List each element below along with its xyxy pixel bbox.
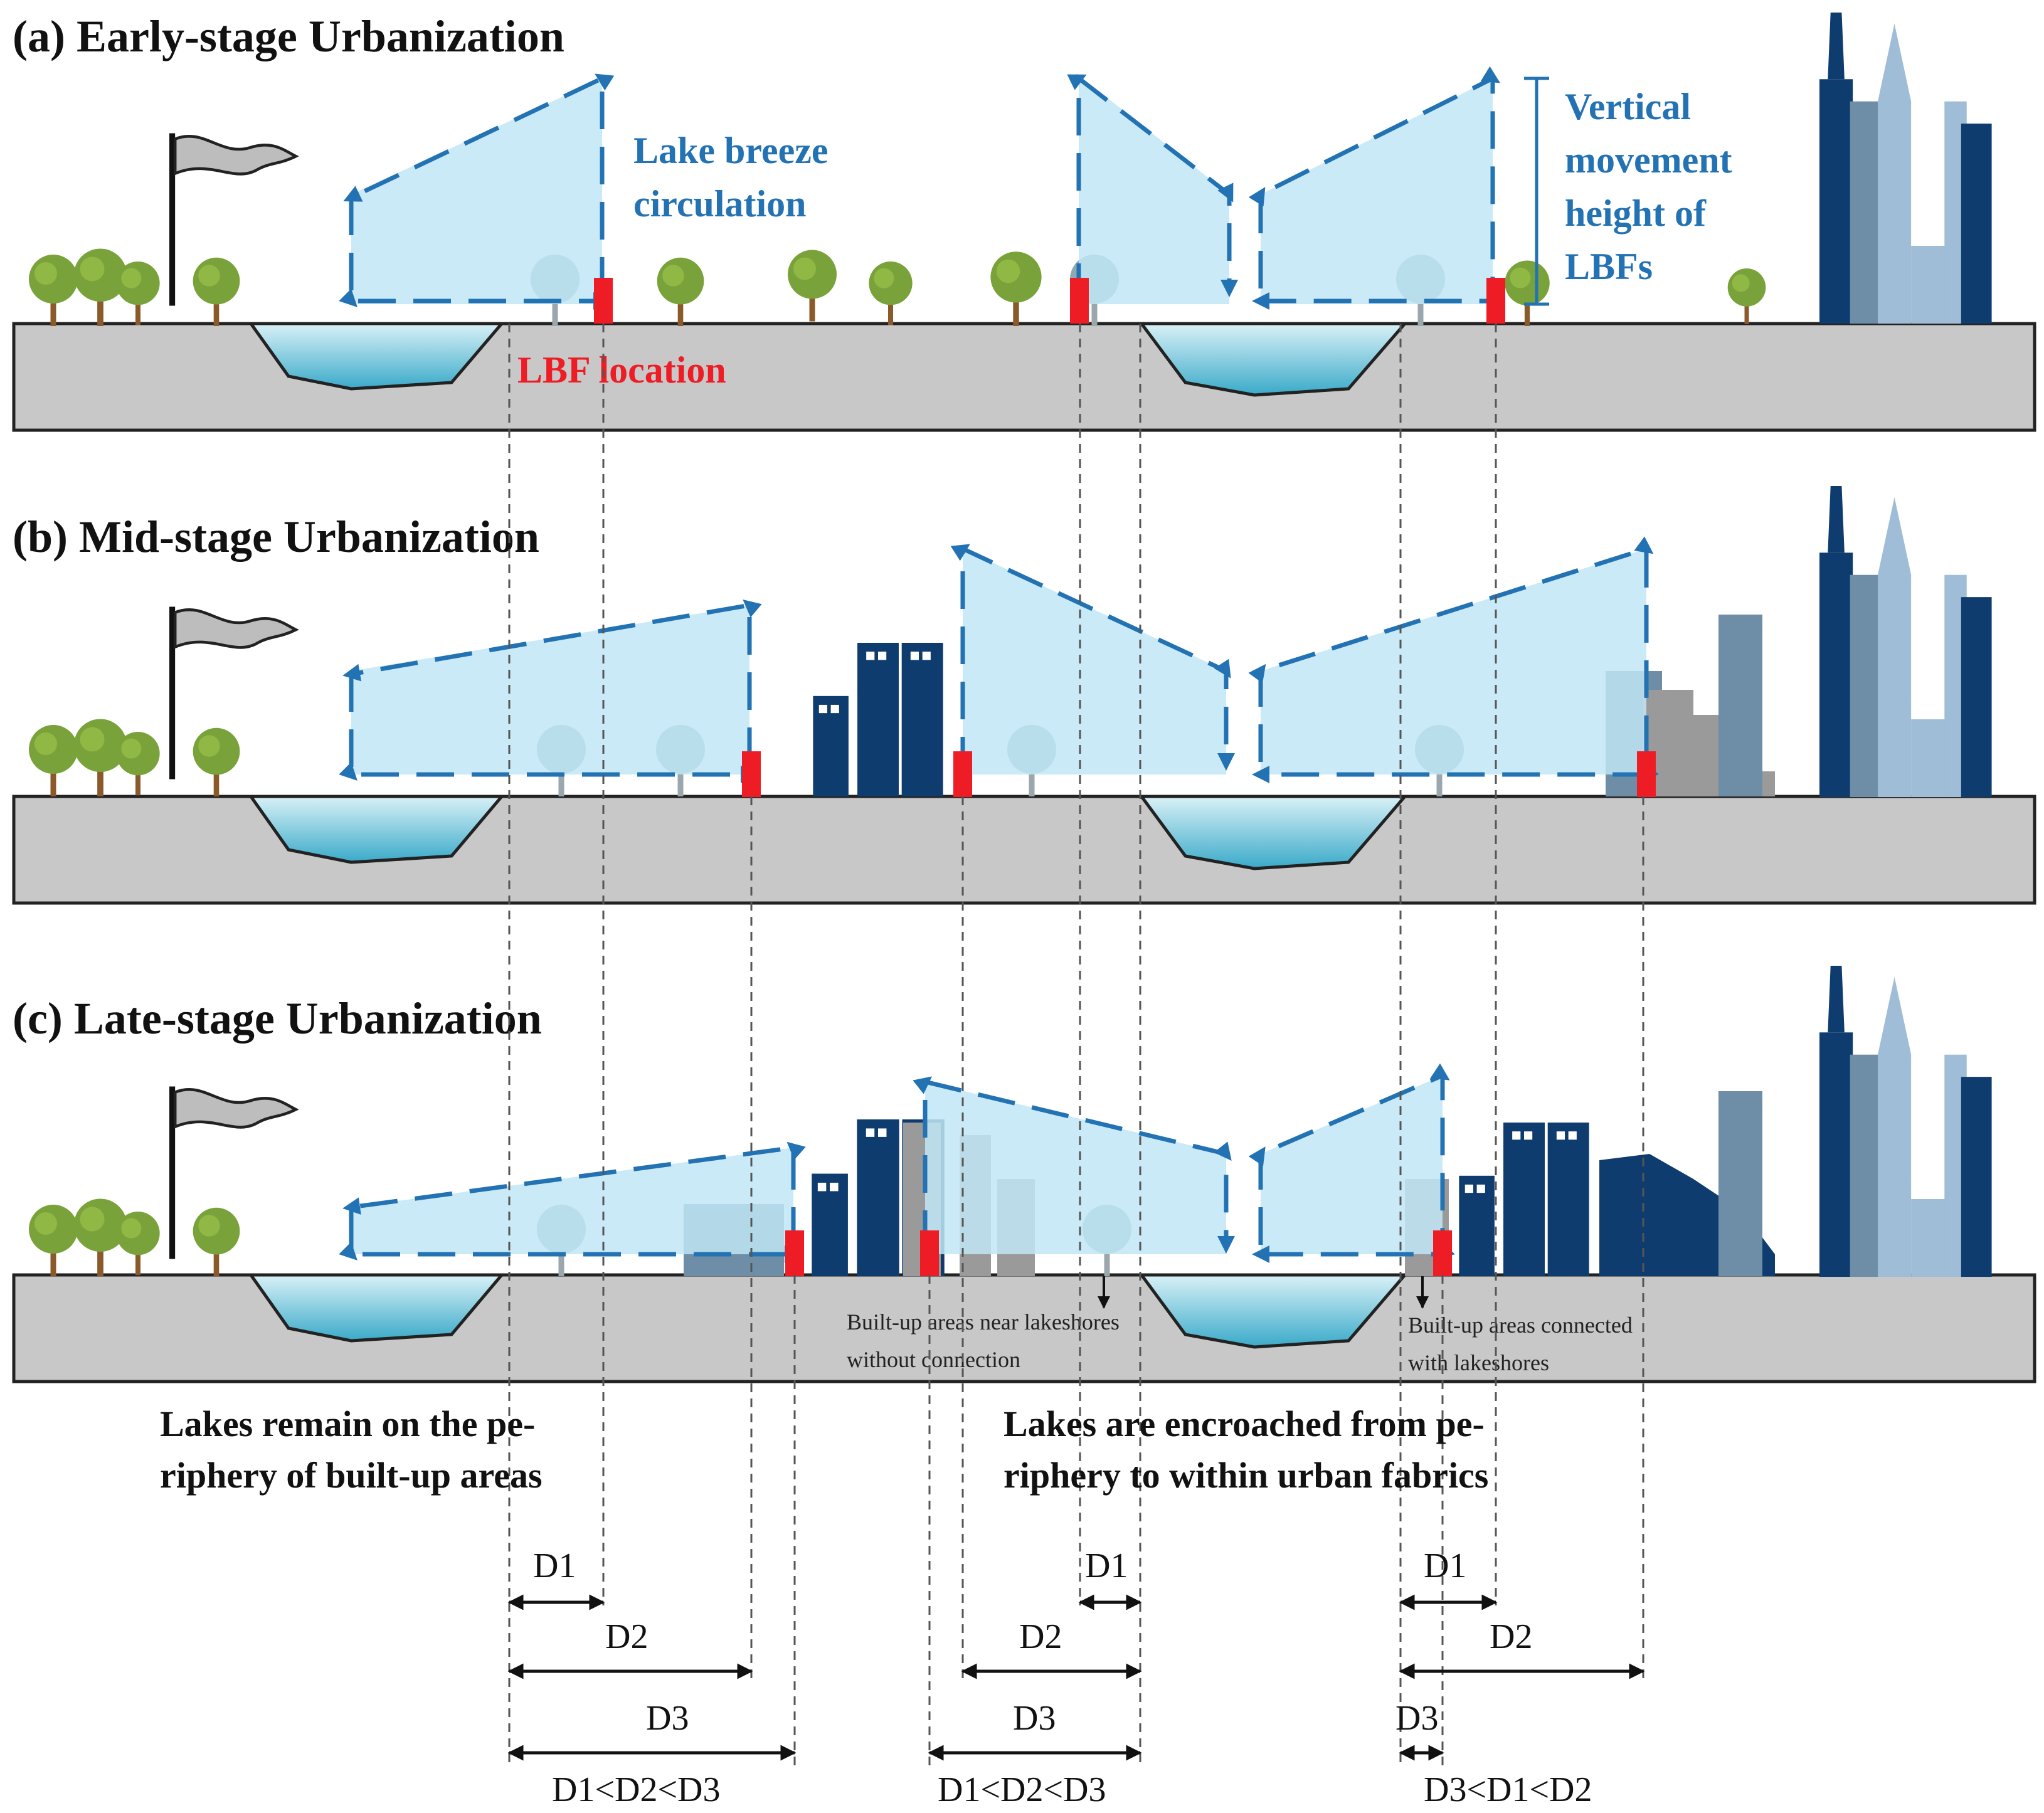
tree-icon (116, 1212, 160, 1276)
lake-breeze-label: Lake breeze (633, 130, 828, 171)
panel-b: (b) Mid-stage Urbanization (12, 486, 2036, 905)
dim-label-d3: D3 (646, 1699, 689, 1738)
panel-c: (c) Late-stage Urbanization (12, 966, 2036, 1383)
note-connected: Built-up areas connected (1408, 1313, 1633, 1338)
caption-right: Lakes are encroached from pe- (1003, 1403, 1485, 1444)
circulation-arrow (343, 73, 615, 295)
building-icon (813, 643, 943, 796)
circulation-arrow (339, 1210, 802, 1263)
dim-relation: D1<D2<D3 (552, 1770, 721, 1809)
tree-icon (1727, 268, 1766, 324)
circulation-area (963, 549, 1226, 774)
dimension-arrows (507, 1594, 1645, 1761)
dim-label-d2: D2 (1019, 1617, 1062, 1656)
lake-right-a (1138, 322, 1409, 397)
tree-icon (788, 250, 837, 322)
note-connected: with lakeshores (1408, 1350, 1549, 1375)
tree-icon (657, 257, 704, 326)
circulation-arrow (1067, 73, 1238, 301)
skyline-icon (1819, 13, 1992, 324)
panel-b-title: (b) Mid-stage Urbanization (13, 512, 539, 562)
circulation-arrow (339, 198, 611, 310)
circulation-area (351, 605, 749, 774)
tree-icon (29, 725, 78, 796)
lbf-marker (742, 751, 761, 797)
vertical-height-label: LBFs (1565, 246, 1653, 287)
lbf-marker (1070, 278, 1089, 324)
lbf-marker (1433, 1230, 1452, 1276)
note-no-connection: without connection (847, 1347, 1020, 1372)
tree-icon (1505, 260, 1550, 326)
dim-label-d1: D1 (533, 1546, 576, 1585)
caption-left: Lakes remain on the pe- (160, 1403, 535, 1444)
circulation-area (351, 1148, 793, 1254)
circulation-arrow (1248, 1063, 1455, 1263)
circulation-arrow (339, 674, 758, 783)
lbf-marker (1637, 751, 1656, 797)
circulation-arrow (1248, 536, 1659, 783)
caption-left: riphery of built-up areas (160, 1455, 543, 1496)
circulation-area (1261, 78, 1493, 304)
tree-icon (990, 251, 1042, 326)
circulation-area (1261, 549, 1646, 774)
lake-left-c (248, 1273, 506, 1343)
vertical-height-label: movement (1565, 139, 1732, 181)
panel-c-title: (c) Late-stage Urbanization (13, 993, 542, 1044)
tree-icon (193, 257, 240, 326)
lbf-marker (594, 278, 613, 324)
dim-label-d3: D3 (1395, 1699, 1438, 1738)
dim-label-d1: D1 (1424, 1546, 1466, 1585)
circulation-area (1261, 1076, 1443, 1254)
circulation-arrow (950, 544, 1235, 774)
vertical-height-bracket (1524, 77, 1549, 306)
lbf-marker (953, 751, 972, 797)
lbf-marker (1486, 278, 1505, 324)
tree-icon (193, 727, 240, 796)
lake-left-b (248, 795, 506, 864)
lbf-location-label: LBF location (517, 349, 726, 391)
building-icon (1459, 1123, 1589, 1276)
circulation-area (1079, 75, 1229, 304)
lake-breeze-label: circulation (633, 183, 807, 225)
dimension-labels: D1 D2 D3 D1<D2<D3 D1 D2 D3 D1<D2<D3 D1 D… (533, 1546, 1592, 1809)
guide-lines (508, 324, 1644, 1765)
dim-label-d3: D3 (1013, 1699, 1056, 1738)
circulation-arrow (342, 1141, 806, 1245)
note-no-connection: Built-up areas near lakeshores (847, 1309, 1120, 1335)
circulation-area (351, 78, 602, 304)
dim-label-d2: D2 (1490, 1617, 1532, 1656)
lake-right-b (1138, 795, 1409, 870)
vertical-height-label: height of (1565, 193, 1707, 234)
panel-a: (a) Early-stage Urbanization (12, 11, 2036, 432)
lake-right-c (1138, 1273, 1409, 1349)
tree-icon (29, 255, 78, 326)
caption-right: riphery to within urban fabrics (1003, 1455, 1488, 1496)
tree-icon (116, 732, 160, 796)
dim-relation: D1<D2<D3 (938, 1770, 1106, 1809)
tree-icon (869, 262, 913, 325)
tree-icon (193, 1207, 240, 1276)
tree-icon (29, 1205, 78, 1276)
circulation-area (925, 1082, 1226, 1254)
dim-label-d1: D1 (1085, 1546, 1128, 1585)
vertical-height-label: Vertical (1565, 86, 1691, 127)
dim-label-d2: D2 (605, 1617, 648, 1656)
lake-left-a (248, 322, 506, 391)
dim-relation: D3<D1<D2 (1424, 1770, 1592, 1809)
skyline-icon (1819, 486, 1992, 797)
building-icon (1718, 615, 1762, 796)
lbf-marker (785, 1230, 804, 1276)
building-icon (1718, 1091, 1762, 1276)
lbf-marker (920, 1230, 939, 1276)
tree-icon (116, 262, 160, 325)
circulation-arrow (1248, 66, 1505, 310)
skyline-icon (1819, 966, 1992, 1277)
circulation-arrow (913, 1076, 1235, 1254)
panel-a-title: (a) Early-stage Urbanization (13, 11, 564, 61)
